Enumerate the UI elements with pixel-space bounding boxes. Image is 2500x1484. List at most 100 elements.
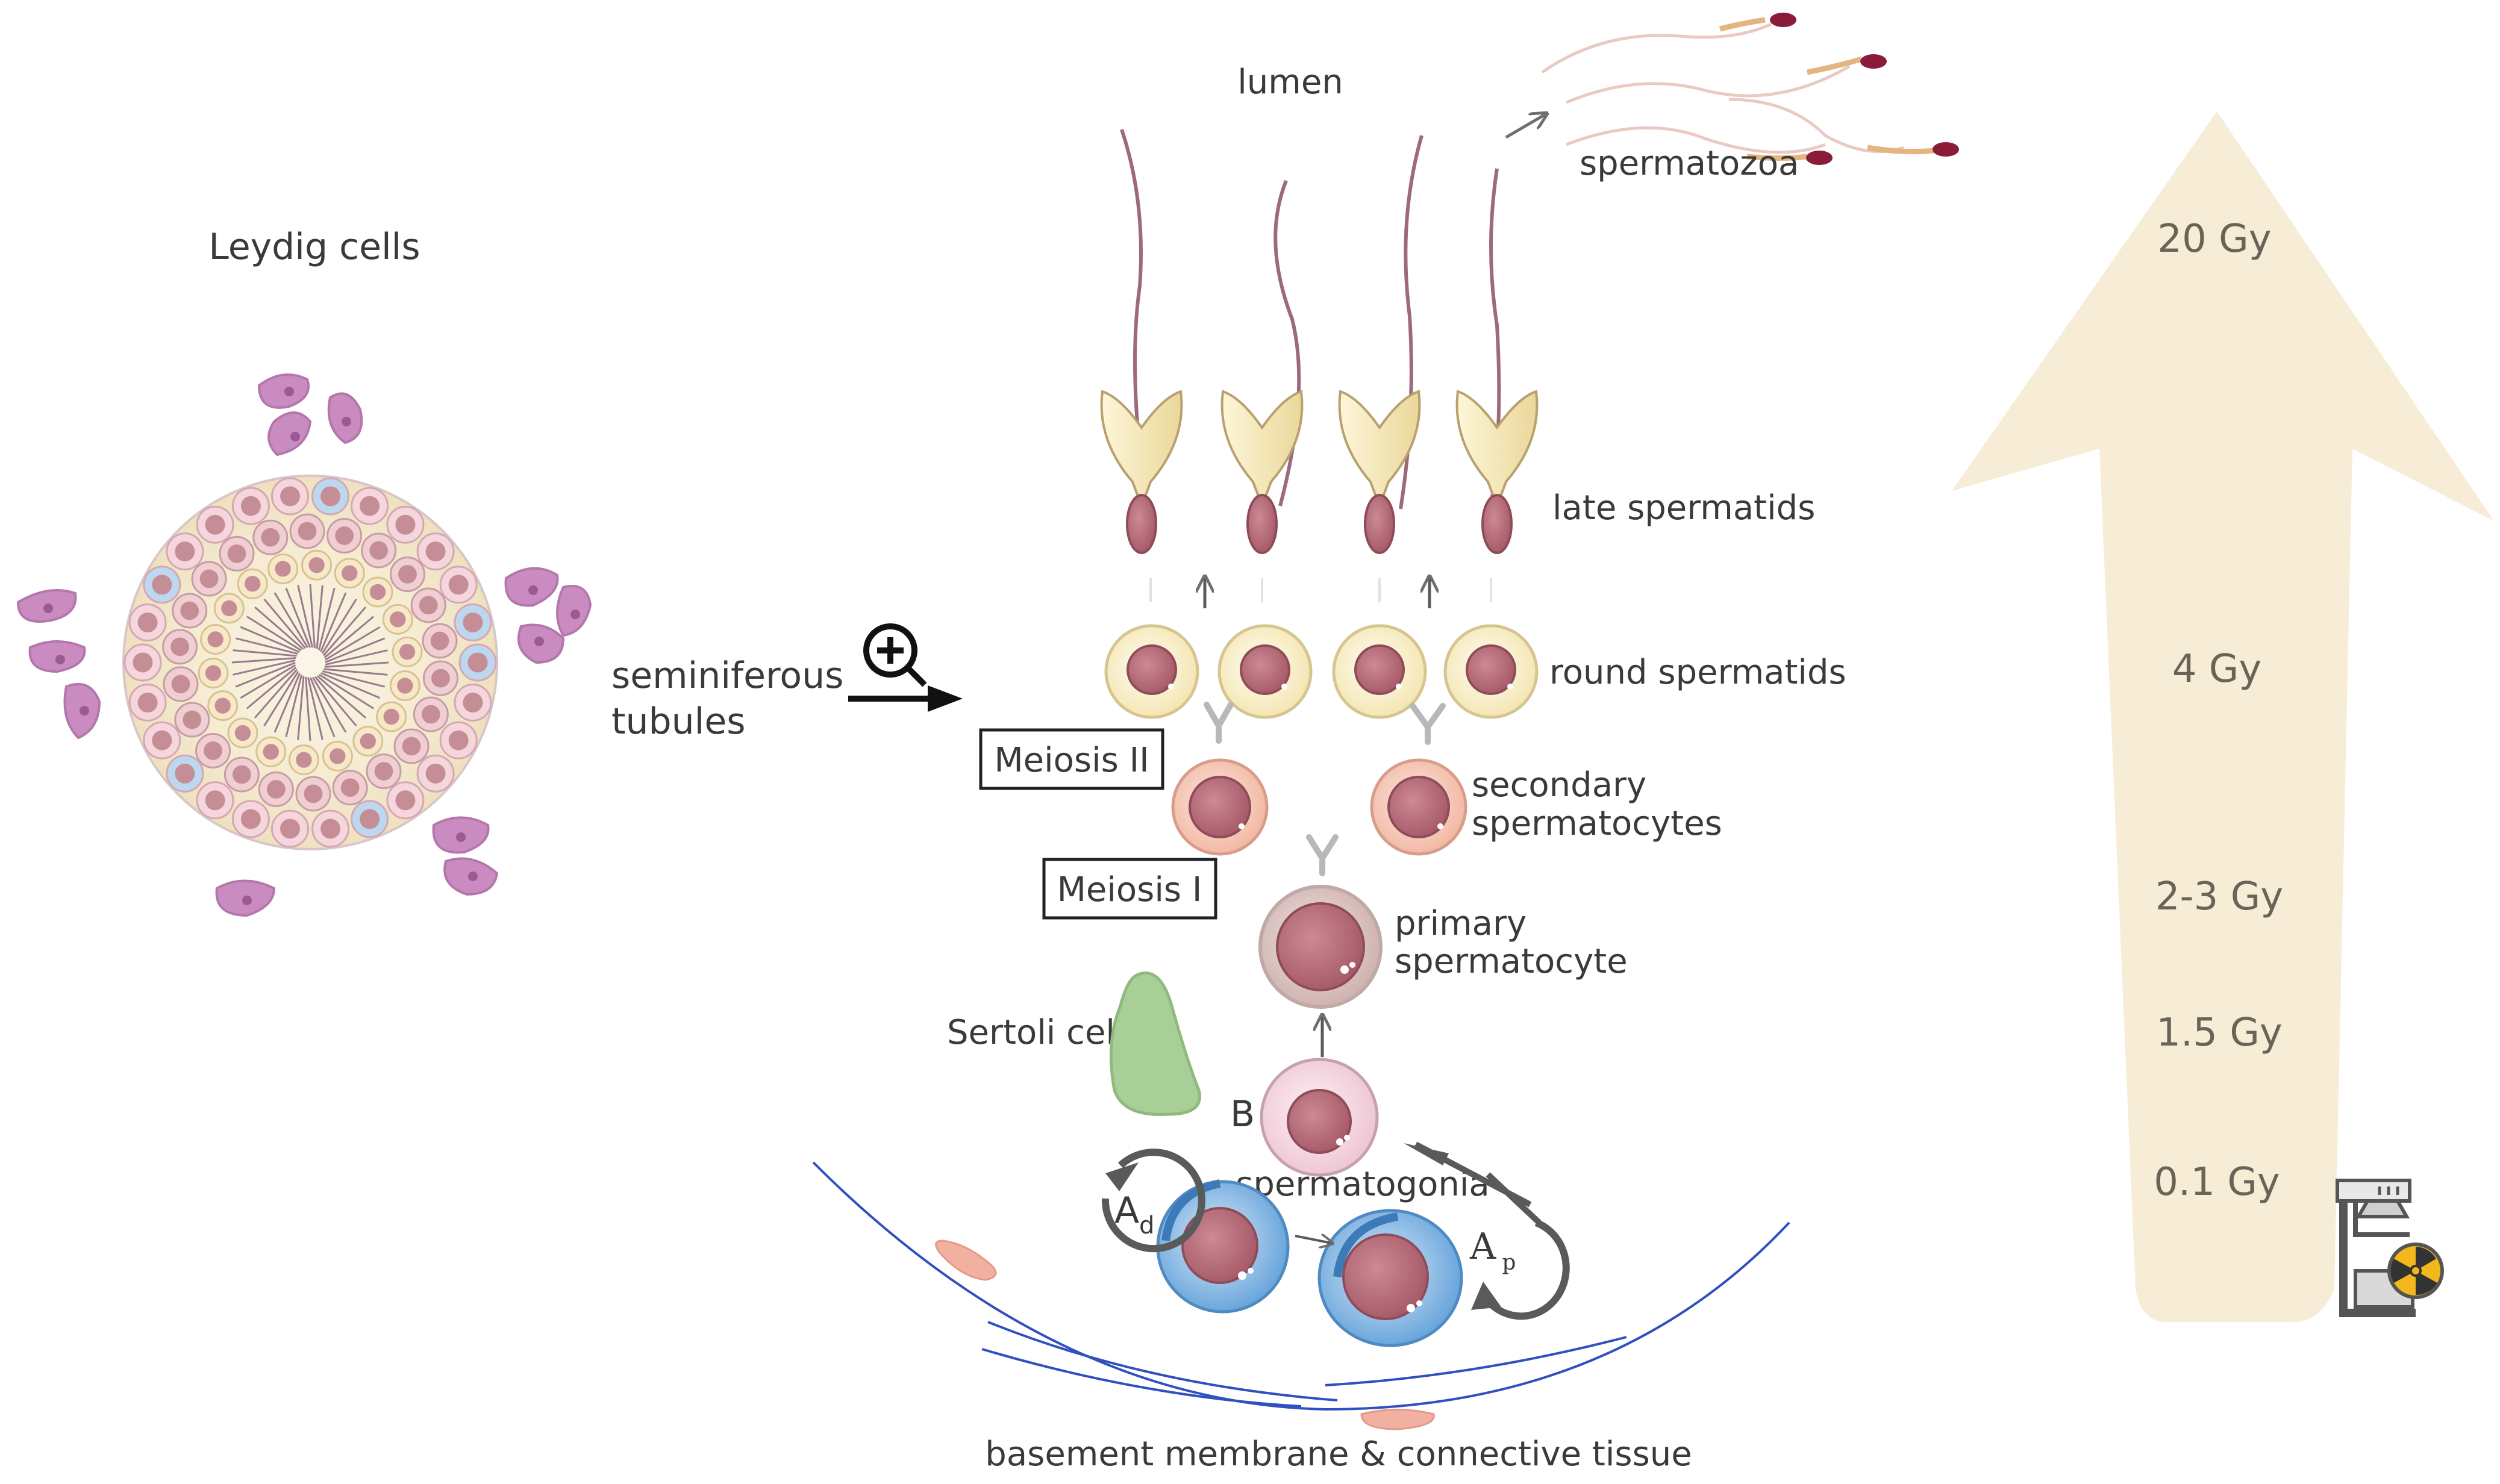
tubule-cell-nucleus (280, 486, 300, 507)
tubule-flagellum (254, 669, 298, 719)
tubule-cell-nucleus (320, 818, 341, 839)
primary-spermatocyte-cell (1258, 885, 1383, 1009)
magnifier-plus-icon (863, 623, 927, 687)
tubule-cell-nucleus (383, 708, 399, 725)
tubule-cell-nucleus (463, 612, 483, 632)
tubule-cell-nucleus (421, 705, 440, 724)
tubule-flagellum (324, 626, 381, 661)
tubule-flagellum (305, 676, 311, 741)
lumen-label: lumen (1237, 63, 1343, 102)
tubule-cell-nucleus (369, 541, 389, 560)
tubule-cell-nucleus (390, 611, 406, 628)
tubule-cell-nucleus (425, 541, 446, 562)
tubule-cell-nucleus (342, 565, 358, 581)
primary-label-line1: primary (1395, 904, 1527, 943)
tubule-cell-nucleus (214, 697, 231, 714)
tubule-cell-nucleus (402, 737, 421, 756)
tubule-flagellum (233, 659, 296, 676)
tubule-cell-nucleus (308, 557, 325, 573)
sertoli-cell (1109, 971, 1201, 1116)
secondary-label-line1: secondary (1472, 765, 1646, 805)
sertoli-label: Sertoli cell (947, 1013, 1125, 1052)
secondary-spermatocyte-granule (1239, 823, 1245, 829)
tubule-cell-nucleus (240, 496, 261, 516)
tubule-cell-nucleus (263, 744, 279, 760)
tubule-flagellum (325, 649, 388, 666)
tubule-cell-nucleus (152, 575, 172, 595)
leydig-cells-label: Leydig cells (208, 226, 420, 268)
meiosis-i-box: Meiosis I (1042, 858, 1217, 920)
spermatogonium-ad-cell (1156, 1179, 1290, 1314)
tubule-cell-nucleus (330, 748, 346, 764)
tubule-cell-nucleus (463, 693, 483, 713)
tubule-flagellum (297, 585, 314, 648)
dose-scale-arrow (1952, 111, 2494, 1323)
tubule-cell-nucleus (430, 631, 449, 650)
late-spermatid-cap (1338, 390, 1421, 510)
tubule-flagellum (240, 664, 296, 699)
tubule-cell-nucleus (152, 730, 172, 750)
tubule-flagellum (314, 676, 357, 727)
tubule-cell-nucleus (245, 576, 261, 592)
tubule-flagellum (320, 592, 347, 652)
tubule-cell-nucleus (234, 725, 251, 741)
late-spermatid-arrows (1205, 578, 1430, 608)
tubule-cell-nucleus (448, 730, 469, 750)
tubule-flagellum (321, 599, 357, 654)
late-spermatids-label: late spermatids (1552, 488, 1815, 528)
tubule-cell-nucleus (298, 522, 317, 541)
tubule-cell-nucleus (360, 733, 376, 749)
tubule-flagellum (246, 616, 302, 652)
basement-membrane-label: basement membrane & connective tissue (985, 1435, 1692, 1474)
tubule-cell-nucleus (266, 780, 286, 799)
tubule-cell-nucleus (170, 637, 189, 656)
spermatozoa-label: spermatozoa (1580, 144, 1799, 183)
round-spermatids-label: round spermatids (1549, 653, 1846, 692)
tubule-flagellum (317, 587, 336, 650)
round-spermatid-nucleus (1466, 644, 1516, 695)
dose-label-4gy: 4 Gy (2172, 647, 2262, 691)
tubule-flagellum (323, 668, 388, 676)
tubule-flagellum (297, 676, 305, 740)
tubule-cell-nucleus (340, 778, 360, 797)
tubule-flagellum (320, 672, 381, 699)
tubule-cell-nucleus (369, 584, 386, 600)
tubule-cell-nucleus (360, 496, 380, 516)
round-spermatid-nucleus (1240, 644, 1290, 695)
tubule-flagellum (311, 676, 347, 733)
tubule-cell-nucleus (175, 541, 195, 562)
tubule-flagellum (309, 677, 336, 738)
tubule-cell-nucleus (137, 612, 158, 632)
late-spermatid-cap (1100, 390, 1183, 510)
tubule-flagellum (273, 673, 301, 733)
round-spermatid-granule (1168, 684, 1174, 690)
tubule-flagellum (235, 661, 296, 688)
tubule-flagellum (273, 592, 309, 649)
tubule-flagellum (263, 671, 299, 726)
basement-membrane-lines (812, 1161, 1790, 1411)
primary-label-line2: spermatocyte (1395, 942, 1628, 981)
tubule-cell-nucleus (227, 544, 246, 563)
round-spermatid-granule (1507, 684, 1513, 690)
tubule-cell-nucleus (221, 600, 237, 617)
leydig-nuclei (43, 387, 580, 905)
tubule-flagellum (285, 675, 303, 738)
spermatogonia-label: spermatogonia (1236, 1165, 1489, 1204)
tubule-cell-nucleus (175, 763, 195, 784)
tubule-cell-nucleus (199, 569, 219, 588)
late-spermatid-cap (1455, 390, 1539, 510)
tubule-flagellum (285, 587, 311, 648)
tubule-flagellum (246, 666, 297, 709)
tubule-cell-nucleus (207, 631, 223, 647)
division-arrows (1204, 702, 1446, 876)
tubule-flagellum (233, 649, 297, 657)
tubule-cell-nucleus (205, 790, 225, 811)
seminiferous-label-line2: tubules (611, 700, 746, 743)
type-b-spermatogonium-cell (1260, 1058, 1379, 1177)
seminiferous-tubule-cross-section (122, 475, 498, 850)
tubule-cell-nucleus (467, 652, 488, 673)
tubule-cell-nucleus (204, 741, 222, 760)
dose-label-2-3gy: 2-3 Gy (2155, 874, 2283, 919)
tubule-flagellum (324, 661, 389, 668)
